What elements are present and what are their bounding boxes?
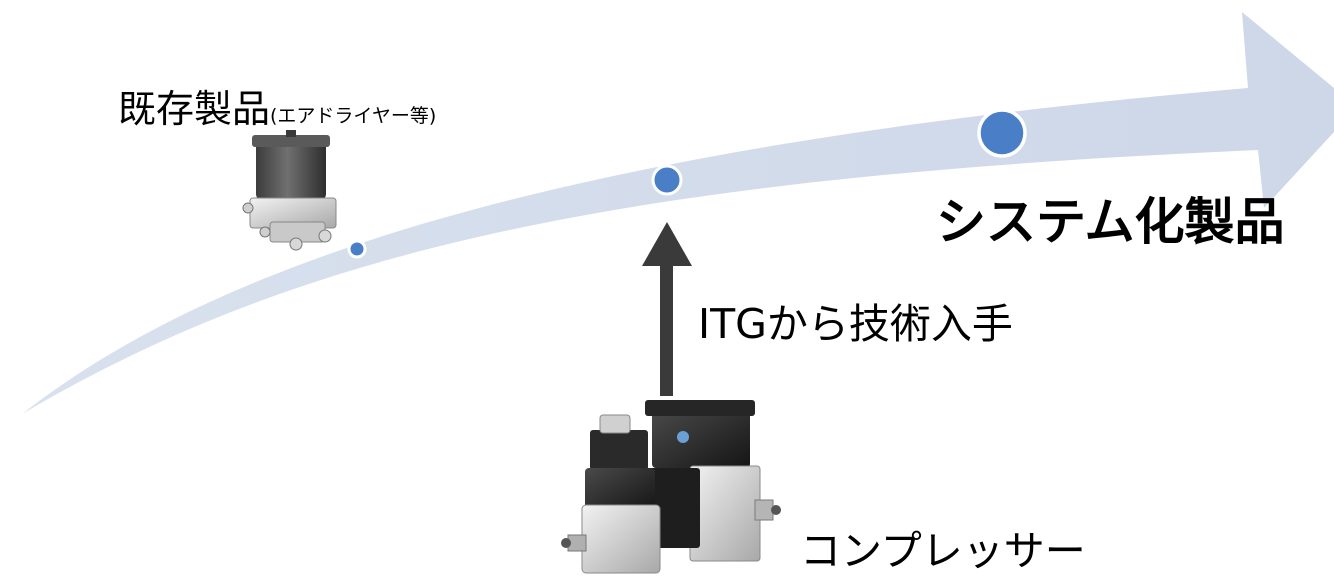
- milestone-dot-small: [347, 239, 367, 259]
- milestone-dot-large: [977, 108, 1027, 158]
- compressor-label: コンプレッサー: [800, 527, 1086, 575]
- tech-transfer-arrow: [642, 222, 692, 396]
- system-products-label: システム化製品: [936, 193, 1285, 251]
- technology-transfer-label: ITGから技術入手: [698, 300, 1013, 348]
- air-dryer-product-icon: [242, 130, 337, 251]
- existing-products-label: 既存製品(エアドライヤー等): [118, 90, 436, 128]
- existing-products-title: 既存製品: [118, 87, 271, 131]
- existing-products-example: (エアドライヤー等): [270, 105, 437, 127]
- milestone-dot-medium: [651, 164, 683, 196]
- compressor-product-icon: [561, 400, 781, 574]
